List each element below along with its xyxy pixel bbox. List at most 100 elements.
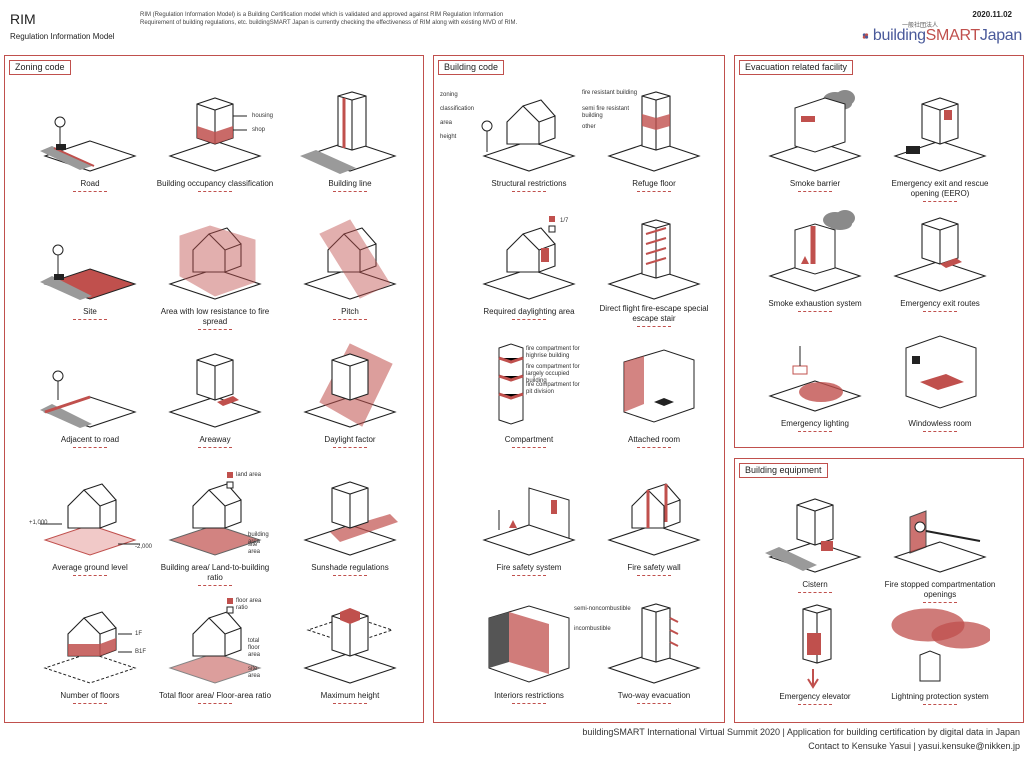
fire-safety-system-illustration [483, 487, 575, 556]
zoning-item-daylight[interactable]: Daylight factor [295, 342, 405, 462]
equipment-item-cistern[interactable]: Cistern [760, 487, 870, 607]
daylight-illustration [304, 343, 396, 428]
zoning-item-sunshade[interactable]: Sunshade regulations [295, 470, 405, 590]
fire-spread-illustration [169, 225, 261, 300]
pitch-illustration [304, 219, 396, 300]
zoning-item-total-floor[interactable]: floor area ratio total floor area site a… [159, 598, 271, 718]
building-area-illustration [168, 472, 262, 556]
zoning-item-building-area[interactable]: land area building area site area Buildi… [160, 470, 270, 590]
evacuation-panel: Evacuation related facility Smoke barrie… [734, 55, 1024, 448]
interiors-illustration [488, 605, 570, 683]
page-subtitle: Regulation Information Model [10, 32, 115, 41]
cistern-illustration [765, 498, 861, 573]
zoning-item-floors[interactable]: 1F B1F Number of floors [35, 598, 146, 718]
housing-annotation: housing [252, 113, 274, 119]
evacuation-title: Evacuation related facility [739, 60, 854, 75]
evacuation-item-emergency-lighting[interactable]: Emergency lighting [760, 326, 870, 446]
occupancy-illustration [169, 97, 261, 172]
floors-illustration [43, 611, 137, 684]
evacuation-item-windowless-room[interactable]: Windowless room [885, 326, 995, 446]
label: Pitch [287, 307, 413, 320]
zoning-item-fire-spread[interactable]: Area with low resistance to fire spread [160, 214, 270, 334]
eero-illustration [894, 97, 986, 172]
label: Emergency lighting [752, 419, 878, 432]
equipment-title: Building equipment [739, 463, 828, 478]
incombustible-annotation: incombustible [574, 626, 611, 632]
evacuation-item-exit-routes[interactable]: Emergency exit routes [885, 206, 995, 326]
label: Smoke barrier [752, 179, 878, 192]
zoning-code-title: Zoning code [9, 60, 71, 75]
building-code-panel: Building code zoning classification area… [433, 55, 725, 723]
building-item-attached-room[interactable]: Attached room [599, 342, 709, 462]
label: Building occupancy classification [152, 179, 278, 192]
building-item-fire-safety-system[interactable]: Fire safety system [474, 470, 584, 590]
page-description: RIM (Regulation Information Model) is a … [140, 12, 518, 26]
semi-fire-annotation: semi fire resistant building [582, 106, 630, 119]
label: Building line [287, 179, 413, 192]
equipment-panel: Building equipment Cistern Fire stopped … [734, 458, 1024, 723]
zoning-item-site[interactable]: Site [35, 214, 145, 334]
label: Daylight factor [287, 435, 413, 448]
zoning-item-max-height[interactable]: Maximum height [295, 598, 405, 718]
label: Sunshade regulations [287, 563, 413, 576]
zoning-item-adjacent-road[interactable]: Adjacent to road [35, 342, 145, 462]
emergency-lighting-illustration [769, 346, 861, 412]
evacuation-item-eero[interactable]: Emergency exit and rescue opening (EERO) [885, 86, 995, 206]
equipment-item-lightning[interactable]: Lightning protection system [885, 599, 995, 719]
footer-contact: Contact to Kensuke Yasui | yasui.kensuke… [808, 741, 1020, 751]
fire-stopped-illustration [894, 510, 986, 573]
classification-annotation: classification [440, 106, 475, 112]
fraction-annotation: 1/7 [560, 218, 569, 224]
zoning-item-areaway[interactable]: Areaway [160, 342, 270, 462]
label: Emergency exit and rescue opening (EERO) [877, 179, 1003, 202]
comp1-annotation: fire compartment for highrise building [526, 346, 580, 359]
refuge-floor-illustration [608, 91, 700, 172]
evacuation-item-smoke-barrier[interactable]: Smoke barrier [760, 86, 870, 206]
total-floor-illustration [168, 598, 262, 684]
building-item-compartment[interactable]: fire compartment for highrise building f… [474, 342, 584, 462]
total-floor-annotation: total floor area [248, 638, 261, 658]
areaway-illustration [169, 353, 261, 428]
building-item-direct-flight[interactable]: Direct flight fire-escape special escape… [599, 214, 709, 334]
zoning-item-occupancy[interactable]: housing shop Building occupancy classifi… [157, 86, 274, 206]
zoning-item-ground-level[interactable]: +1,000 -2,000 Average ground level [29, 470, 152, 590]
label: Area with low resistance to fire spread [152, 307, 278, 330]
label: Interiors restrictions [466, 691, 592, 704]
fire-resistant-annotation: fire resistant building [582, 90, 638, 96]
building-item-structural[interactable]: zoning classification area height fire r… [440, 86, 637, 206]
label: Average ground level [27, 563, 153, 576]
plus-annotation: +1,000 [29, 520, 48, 526]
shop-annotation: shop [252, 127, 266, 133]
building-code-title: Building code [438, 60, 505, 75]
equipment-item-emergency-elevator[interactable]: Emergency elevator [760, 599, 870, 719]
building-item-refuge-floor[interactable]: Refuge floor [599, 86, 709, 206]
buildingsmart-logo: 一般社団法人 buildingSMARTJapan [862, 23, 1022, 48]
semi-noncombustible-annotation: semi-noncombustible [574, 606, 631, 612]
label: Building area/ Land-to-building ratio [152, 563, 278, 586]
label: Adjacent to road [27, 435, 153, 448]
equipment-item-fire-stopped[interactable]: Fire stopped compartmentation openings [885, 487, 995, 607]
building-item-daylighting[interactable]: 1/7 Required daylighting area [474, 214, 584, 334]
label: Fire safety wall [591, 563, 717, 576]
label: Road [27, 179, 153, 192]
smoke-barrier-illustration [769, 90, 861, 172]
label: Smoke exhaustion system [752, 299, 878, 312]
label: Refuge floor [591, 179, 717, 192]
label: Fire stopped compartmentation openings [877, 580, 1003, 603]
building-item-fire-safety-wall[interactable]: Fire safety wall [599, 470, 709, 590]
emergency-elevator-illustration [802, 604, 832, 689]
two-way-illustration [608, 603, 700, 684]
building-item-interiors[interactable]: semi-noncombustible incombustible Interi… [474, 598, 631, 718]
label: Emergency exit routes [877, 299, 1003, 312]
label: Areaway [152, 435, 278, 448]
label: Attached room [591, 435, 717, 448]
page-date: 2020.11.02 [972, 10, 1012, 19]
evacuation-item-smoke-exhaustion[interactable]: Smoke exhaustion system [760, 206, 870, 326]
building-item-two-way[interactable]: Two-way evacuation [599, 598, 709, 718]
daylighting-illustration [483, 216, 575, 300]
zoning-item-road[interactable]: Road [35, 86, 145, 206]
zoning-item-building-line[interactable]: Building line [295, 86, 405, 206]
smoke-exhaustion-illustration [769, 210, 861, 292]
zoning-item-pitch[interactable]: Pitch [295, 214, 405, 334]
label: Required daylighting area [466, 307, 592, 320]
